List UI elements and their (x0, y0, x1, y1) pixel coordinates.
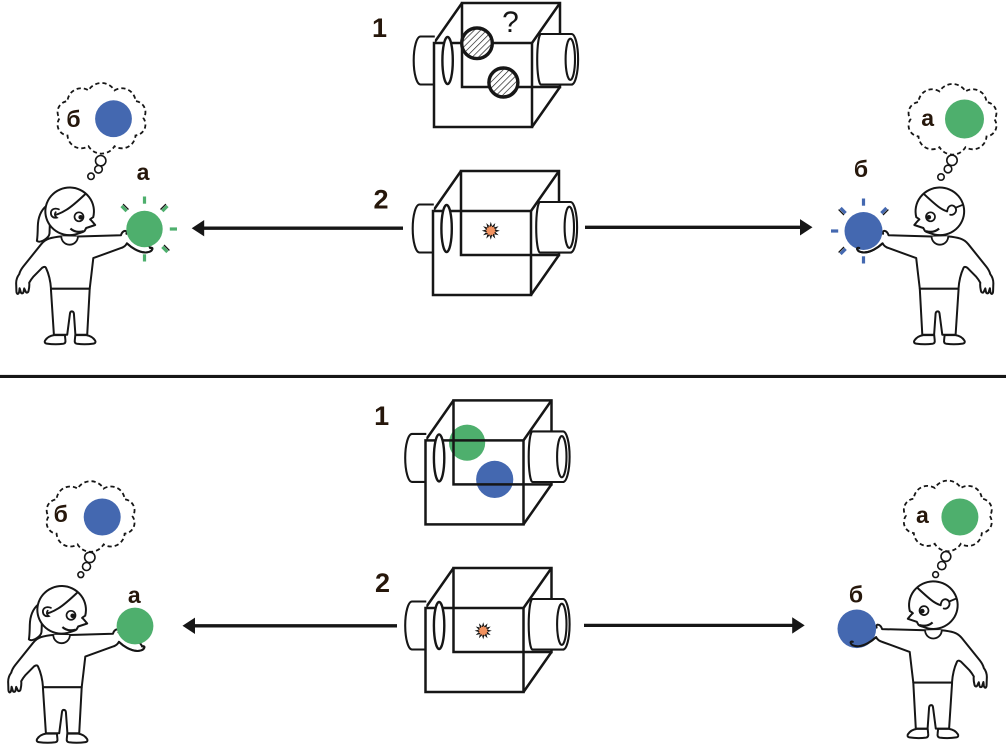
svg-text:2: 2 (373, 185, 388, 215)
svg-text:1: 1 (372, 13, 387, 43)
svg-text:?: ? (502, 6, 519, 39)
svg-text:б: б (854, 156, 868, 182)
svg-text:б: б (54, 501, 68, 527)
svg-text:б: б (66, 106, 80, 132)
svg-text:2: 2 (375, 568, 390, 598)
svg-text:б: б (849, 582, 863, 608)
svg-text:а: а (921, 105, 934, 131)
svg-text:а: а (916, 502, 929, 528)
svg-text:а: а (137, 159, 150, 185)
svg-text:а: а (128, 582, 141, 608)
svg-text:1: 1 (374, 401, 389, 431)
